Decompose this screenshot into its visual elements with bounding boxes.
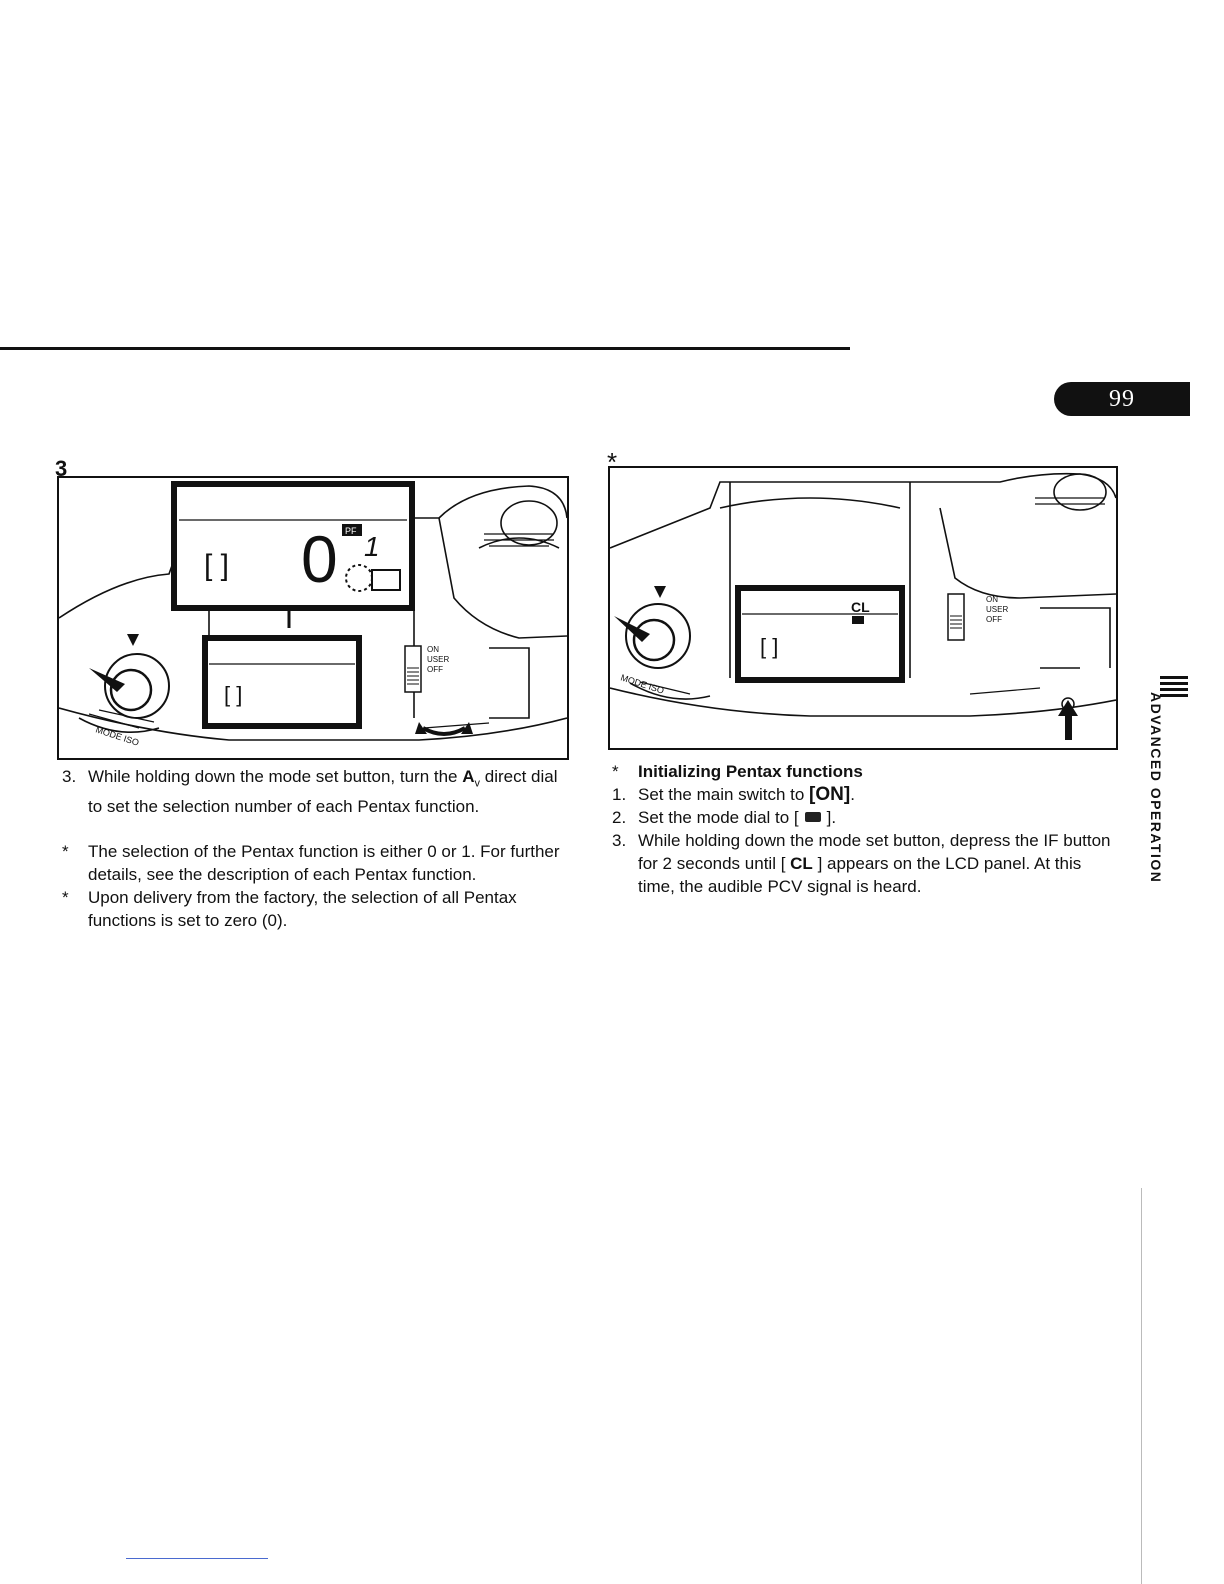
left-text: 3. While holding down the mode set butto…: [62, 765, 567, 932]
switch-label-user: USER: [986, 605, 1008, 614]
initialize-heading: * Initializing Pentax functions: [612, 760, 1120, 783]
note-text: The selection of the Pentax function is …: [88, 842, 560, 885]
step-text: While holding down the mode set button, …: [88, 767, 463, 786]
note-text: Upon delivery from the factory, the sele…: [88, 888, 517, 931]
camera-top-illustration-right: [ ] CL MODE ISO ON USER OFF: [610, 472, 1116, 740]
step-text-end: ].: [826, 808, 837, 827]
step-text: Set the main switch to: [638, 785, 810, 804]
side-section-label: ADVANCED OPERATION: [1148, 692, 1164, 884]
step-number: 3.: [612, 831, 627, 850]
step-number: 3.: [62, 767, 77, 786]
camera-top-illustration-left: [ ] 0 1 PF [ ] MODE ISO ON USER OFF: [59, 481, 567, 748]
lcd-brackets: [ ]: [204, 549, 229, 582]
heading-text: Initializing Pentax functions: [638, 762, 863, 781]
initialize-step-3: 3. While holding down the mode set butto…: [612, 829, 1120, 898]
left-note-2: * Upon delivery from the factory, the se…: [62, 886, 567, 932]
asterisk-mark: *: [62, 842, 69, 862]
step-number: 1.: [612, 785, 627, 804]
step-text-end: direct dial to set the selection number …: [88, 767, 558, 817]
step-text-end: ] appears on the LCD panel. At this time…: [638, 854, 1082, 896]
section-marker-icon: [1160, 676, 1188, 700]
left-step-3: 3. While holding down the mode set butto…: [62, 765, 567, 818]
step-number: 2.: [612, 808, 627, 827]
initialize-step-1: 1. Set the main switch to [ON].: [612, 783, 1120, 806]
switch-label-on: ON: [427, 645, 439, 654]
cl-code: CL: [790, 854, 813, 873]
lcd-cl-code: CL: [851, 599, 870, 615]
step-text: Set the mode dial to [: [638, 808, 799, 827]
step-text-end: .: [850, 785, 855, 804]
left-note-1: * The selection of the Pentax function i…: [62, 840, 567, 886]
asterisk-mark: *: [62, 888, 69, 908]
page-number: 99: [1054, 382, 1190, 416]
asterisk-mark: *: [612, 762, 619, 781]
top-rule: [0, 347, 850, 350]
bottom-rule: [126, 1558, 268, 1559]
switch-label-user: USER: [427, 655, 449, 664]
lcd-digit: 0: [301, 522, 338, 596]
initialize-step-2: 2. Set the mode dial to [].: [612, 806, 1120, 829]
step-text: While holding down the mode set button, …: [638, 831, 1111, 873]
av-dial-subscript: v: [474, 777, 481, 790]
switch-value: [ON]: [809, 784, 851, 805]
lcd-badge: PF: [345, 526, 357, 536]
switch-label-off: OFF: [427, 665, 443, 674]
step-label-asterisk: *: [607, 447, 618, 477]
figure-initialize: [ ] CL MODE ISO ON USER OFF: [608, 466, 1118, 750]
av-dial-symbol: A: [462, 767, 475, 786]
pf-mode-icon: [804, 812, 821, 822]
figure-step-3: [ ] 0 1 PF [ ] MODE ISO ON USER OFF: [57, 476, 569, 760]
mode-dial-label: MODE ISO: [94, 724, 140, 747]
lcd-small-digit: 1: [364, 531, 380, 562]
lcd-panel-brackets: [ ]: [224, 682, 242, 707]
side-rule: [1141, 1188, 1142, 1584]
step-label-3: 3: [55, 456, 68, 481]
switch-label-off: OFF: [986, 615, 1002, 624]
right-text: * Initializing Pentax functions 1. Set t…: [612, 760, 1120, 898]
lcd-panel-brackets: [ ]: [760, 634, 778, 659]
switch-label-on: ON: [986, 595, 998, 604]
